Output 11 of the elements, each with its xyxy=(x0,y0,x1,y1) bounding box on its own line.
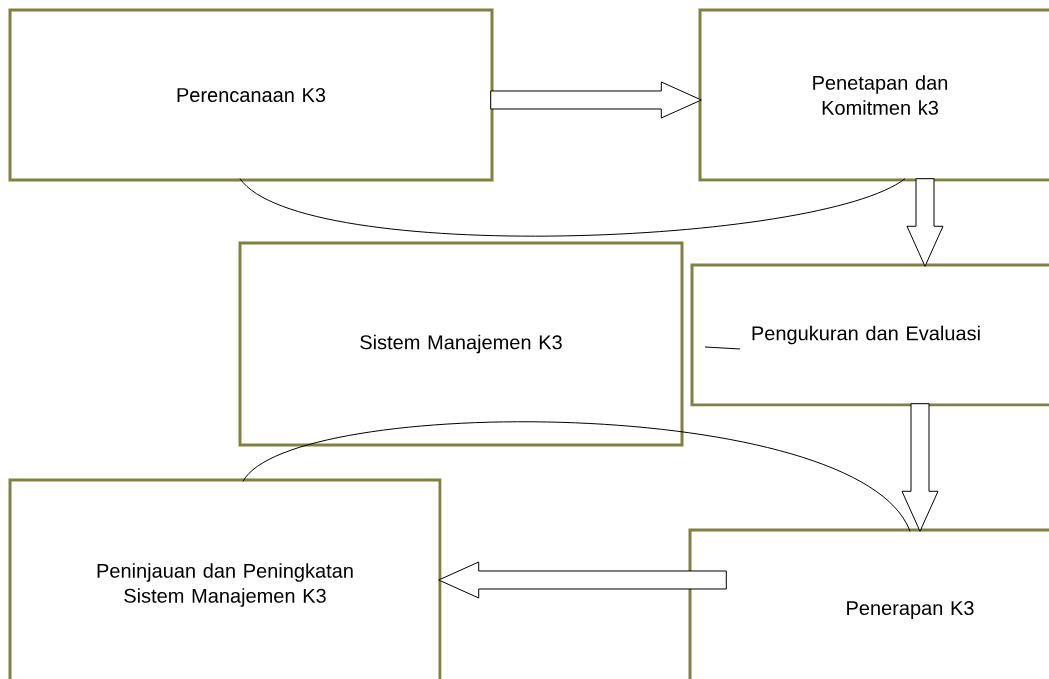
block-arrow xyxy=(490,81,702,119)
box-label: Sistem Manajemen K3 xyxy=(360,334,562,354)
block-arrow xyxy=(906,178,944,267)
box-label: Penetapan dan Komitmen k3 xyxy=(813,75,948,115)
box-label: Peninjauan dan Peningkatan Sistem Manajemen K3 xyxy=(97,563,353,607)
box-label: Penerapan K3 xyxy=(847,600,974,620)
box-label: Pengukuran dan Evaluasi xyxy=(752,325,980,345)
block-arrow xyxy=(901,403,939,532)
block-arrow xyxy=(438,561,727,599)
box-label: Perencanaan K3 xyxy=(177,87,326,103)
curved-line xyxy=(239,178,906,237)
